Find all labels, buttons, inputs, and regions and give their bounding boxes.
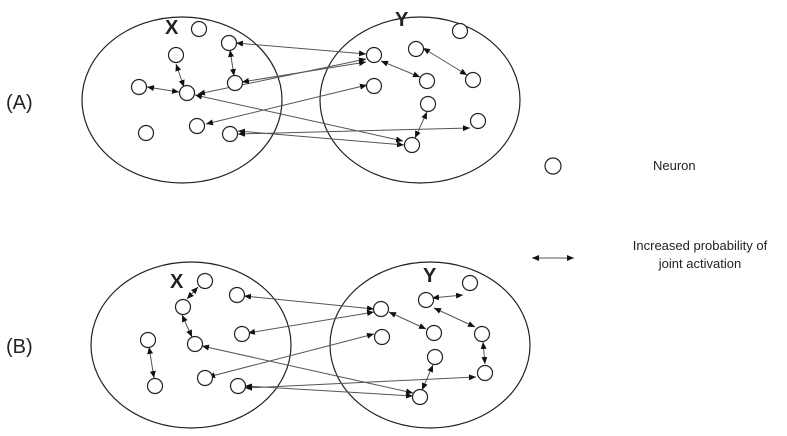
- neuron: [233, 325, 251, 343]
- neuron: [425, 324, 443, 342]
- connection: [388, 311, 427, 330]
- connection: [421, 364, 434, 391]
- neuron: [373, 328, 391, 346]
- neuron: [451, 22, 469, 40]
- neuron: [228, 286, 246, 304]
- neuron: [146, 377, 164, 395]
- neuron: [426, 348, 444, 366]
- legend-neuron-icon: [544, 157, 562, 175]
- neuron: [417, 291, 435, 309]
- set-x-label-a: X: [165, 17, 179, 39]
- neuron: [186, 335, 204, 353]
- connection: [241, 60, 367, 84]
- connection: [243, 293, 375, 312]
- set-y-label-b: Y: [423, 265, 437, 287]
- connection: [186, 286, 199, 300]
- panel-a: [81, 16, 521, 184]
- connection: [414, 111, 428, 139]
- connection: [235, 40, 367, 57]
- connection: [422, 47, 468, 76]
- neurons-a: [130, 20, 487, 154]
- neuron: [139, 331, 157, 349]
- neurons-b: [139, 272, 494, 406]
- neuron: [174, 298, 192, 316]
- legend: [532, 157, 574, 261]
- legend-arrow-label-line1: Increased probability of: [632, 238, 768, 253]
- legend-neuron-label: Neuron: [653, 158, 696, 173]
- connection: [197, 57, 367, 96]
- neuron: [221, 125, 239, 143]
- neuron: [229, 377, 247, 395]
- neuron: [167, 46, 185, 64]
- neuron: [196, 369, 214, 387]
- neuron: [464, 71, 482, 89]
- neuron: [476, 364, 494, 382]
- neuron: [178, 84, 196, 102]
- neuron: [461, 274, 479, 292]
- set-y-label-a: Y: [395, 9, 409, 31]
- legend-arrow-label: Increased probability of joint activatio…: [615, 237, 785, 273]
- neuron: [469, 112, 487, 130]
- connection: [147, 346, 156, 379]
- neuron: [418, 72, 436, 90]
- legend-arrow-label-line2: joint activation: [658, 256, 742, 271]
- neuron: [365, 77, 383, 95]
- connection: [431, 292, 464, 301]
- connection: [146, 85, 180, 94]
- connection: [205, 83, 368, 126]
- neuron: [411, 388, 429, 406]
- neuron: [137, 124, 155, 142]
- neuron: [188, 117, 206, 135]
- panel-a-label: (A): [6, 92, 33, 114]
- panel-b-label: (B): [6, 336, 33, 358]
- set-x-label-b: X: [170, 271, 184, 293]
- connections-b: [147, 286, 488, 399]
- connections-a: [146, 40, 471, 148]
- connection: [181, 314, 193, 338]
- neuron: [365, 46, 383, 64]
- connection: [175, 63, 185, 88]
- connection: [480, 341, 488, 365]
- connection: [433, 307, 476, 328]
- set-x-ellipse-a: [81, 16, 283, 184]
- neuron: [403, 136, 421, 154]
- neuron: [196, 272, 214, 290]
- connection: [247, 310, 375, 335]
- panel-b: [90, 261, 531, 429]
- neuron: [419, 95, 437, 113]
- neuron: [372, 300, 390, 318]
- connection: [380, 60, 421, 78]
- connection: [244, 374, 477, 391]
- neuron: [190, 20, 208, 38]
- connection: [228, 49, 236, 77]
- neuron: [130, 78, 148, 96]
- neuron: [473, 325, 491, 343]
- neuron: [226, 74, 244, 92]
- neuron: [220, 34, 238, 52]
- connection: [237, 125, 471, 137]
- set-y-ellipse-a: [319, 16, 521, 184]
- neuron: [407, 40, 425, 58]
